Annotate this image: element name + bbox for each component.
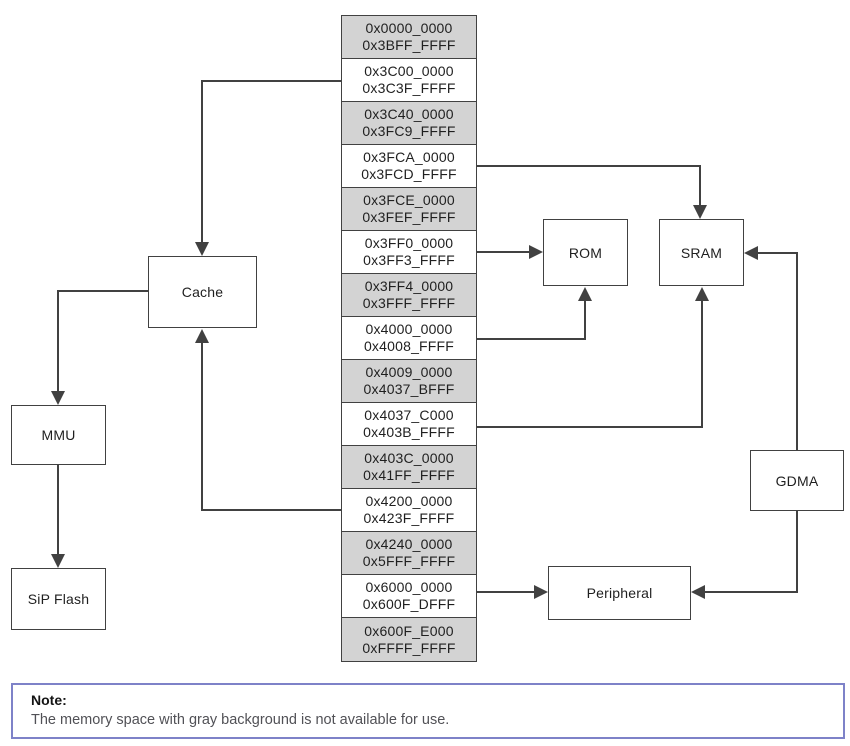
memory-range-start: 0x3FCE_0000 bbox=[363, 192, 455, 208]
connector-dram-range-to-sram bbox=[699, 165, 701, 206]
mmu-block: MMU bbox=[11, 405, 106, 465]
memory-range-cell: 0x403C_0000 0x41FF_FFFF bbox=[342, 446, 476, 489]
memory-range-start: 0x3C40_0000 bbox=[364, 106, 454, 122]
memory-range-start: 0x600F_E000 bbox=[364, 622, 454, 639]
connector-cache-to-mmu bbox=[57, 290, 148, 292]
connector-gdma-to-peripheral bbox=[796, 511, 798, 593]
memory-range-cell: 0x4240_0000 0x5FFF_FFFF bbox=[342, 532, 476, 575]
memory-range-cell: 0x3C00_0000 0x3C3F_FFFF bbox=[342, 59, 476, 102]
memory-range-cell: 0x3C40_0000 0x3FC9_FFFF bbox=[342, 102, 476, 145]
memory-range-end: 0x5FFF_FFFF bbox=[362, 553, 456, 569]
memory-range-start: 0x4037_C000 bbox=[364, 407, 454, 423]
rom-label: ROM bbox=[568, 244, 603, 261]
arrowhead-up-icon bbox=[195, 329, 209, 343]
sip-flash-label: SiP Flash bbox=[27, 591, 90, 607]
arrowhead-down-icon bbox=[51, 391, 65, 405]
memory-range-cell: 0x0000_0000 0x3BFF_FFFF bbox=[342, 16, 476, 59]
memory-range-cell: 0x6000_0000 0x600F_DFFF bbox=[342, 575, 476, 618]
note-label: Note: bbox=[31, 692, 67, 708]
arrowhead-right-icon bbox=[534, 585, 548, 599]
sip-flash-block: SiP Flash bbox=[11, 568, 106, 630]
memory-range-cell: 0x4000_0000 0x4008_FFFF bbox=[342, 317, 476, 360]
memory-range-start: 0x3FF4_0000 bbox=[364, 278, 454, 294]
memory-range-end: 0x600F_DFFF bbox=[362, 596, 456, 612]
memory-range-cell: 0x600F_E000 0xFFFF_FFFF bbox=[342, 618, 476, 661]
connector-iramrange-to-cache bbox=[201, 342, 203, 510]
memory-range-start: 0x4240_0000 bbox=[365, 536, 453, 552]
connector-drom-range-to-rom bbox=[477, 251, 530, 253]
arrowhead-down-icon bbox=[693, 205, 707, 219]
connector-dram-range-to-sram bbox=[477, 165, 701, 167]
note-box: Note: The memory space with gray backgro… bbox=[11, 683, 845, 739]
memory-range-cell: 0x4009_0000 0x4037_BFFF bbox=[342, 360, 476, 403]
connector-flashrange-to-cache bbox=[201, 80, 203, 242]
connector-iram-range-to-sram bbox=[701, 300, 703, 428]
memory-range-cell: 0x3FCE_0000 0x3FEF_FFFF bbox=[342, 188, 476, 231]
arrowhead-up-icon bbox=[578, 287, 592, 301]
memory-range-start: 0x0000_0000 bbox=[365, 20, 453, 36]
memory-range-cell: 0x3FF0_0000 0x3FF3_FFFF bbox=[342, 231, 476, 274]
mmu-label: MMU bbox=[41, 427, 76, 443]
memory-range-end: 0x41FF_FFFF bbox=[363, 467, 455, 483]
memory-range-end: 0x3FC9_FFFF bbox=[362, 123, 456, 139]
memory-range-start: 0x4009_0000 bbox=[365, 364, 453, 380]
memory-range-end: 0x403B_FFFF bbox=[363, 424, 455, 440]
cache-block: Cache bbox=[148, 256, 257, 328]
memory-range-cell: 0x3FF4_0000 0x3FFF_FFFF bbox=[342, 274, 476, 317]
memory-range-cell: 0x4037_C000 0x403B_FFFF bbox=[342, 403, 476, 446]
memory-range-end: 0x3BFF_FFFF bbox=[362, 37, 456, 53]
memory-address-column: 0x0000_0000 0x3BFF_FFFF 0x3C00_0000 0x3C… bbox=[341, 15, 477, 662]
memory-range-start: 0x6000_0000 bbox=[365, 579, 453, 595]
memory-range-start: 0x3FCA_0000 bbox=[363, 149, 455, 165]
gdma-block: GDMA bbox=[750, 450, 844, 511]
arrowhead-left-icon bbox=[691, 585, 705, 599]
memory-range-start: 0x4000_0000 bbox=[365, 321, 453, 337]
memory-range-start: 0x4200_0000 bbox=[365, 493, 453, 509]
memory-range-end: 0x4008_FFFF bbox=[363, 338, 455, 354]
connector-irom-range-to-rom bbox=[477, 338, 586, 340]
connector-iramrange-to-cache bbox=[201, 509, 341, 511]
connector-periph-range-to-peripheral bbox=[477, 591, 535, 593]
peripheral-label: Peripheral bbox=[586, 585, 653, 601]
memory-range-end: 0xFFFF_FFFF bbox=[362, 639, 456, 656]
connector-gdma-to-peripheral bbox=[705, 591, 798, 593]
connector-cache-to-mmu bbox=[57, 290, 59, 391]
gdma-label: GDMA bbox=[775, 472, 819, 489]
connector-gdma-to-sram bbox=[796, 252, 798, 450]
memory-range-end: 0x3C3F_FFFF bbox=[362, 80, 456, 96]
connector-flashrange-to-cache bbox=[201, 80, 341, 82]
memory-range-start: 0x403C_0000 bbox=[364, 450, 454, 466]
peripheral-block: Peripheral bbox=[548, 566, 691, 620]
arrowhead-right-icon bbox=[529, 245, 543, 259]
memory-range-end: 0x423F_FFFF bbox=[363, 510, 455, 526]
sram-block: SRAM bbox=[659, 219, 744, 286]
rom-block: ROM bbox=[543, 219, 628, 286]
memory-range-start: 0x3FF0_0000 bbox=[364, 235, 454, 251]
memory-range-end: 0x3FEF_FFFF bbox=[362, 209, 456, 225]
connector-gdma-to-sram bbox=[758, 252, 798, 254]
arrowhead-down-icon bbox=[195, 242, 209, 256]
connector-iram-range-to-sram bbox=[477, 426, 703, 428]
memory-range-cell: 0x4200_0000 0x423F_FFFF bbox=[342, 489, 476, 532]
arrowhead-left-icon bbox=[744, 246, 758, 260]
memory-range-end: 0x3FCD_FFFF bbox=[361, 166, 457, 182]
arrowhead-down-icon bbox=[51, 554, 65, 568]
connector-mmu-to-sipflash bbox=[57, 465, 59, 554]
memory-range-end: 0x3FFF_FFFF bbox=[362, 295, 456, 311]
arrowhead-up-icon bbox=[695, 287, 709, 301]
cache-label: Cache bbox=[181, 284, 224, 300]
memory-range-start: 0x3C00_0000 bbox=[364, 63, 454, 79]
connector-irom-range-to-rom bbox=[584, 300, 586, 340]
note-text: The memory space with gray background is… bbox=[31, 712, 450, 728]
sram-label: SRAM bbox=[680, 244, 723, 261]
memory-range-end: 0x4037_BFFF bbox=[363, 381, 455, 397]
memory-range-cell: 0x3FCA_0000 0x3FCD_FFFF bbox=[342, 145, 476, 188]
memory-range-end: 0x3FF3_FFFF bbox=[363, 252, 455, 268]
